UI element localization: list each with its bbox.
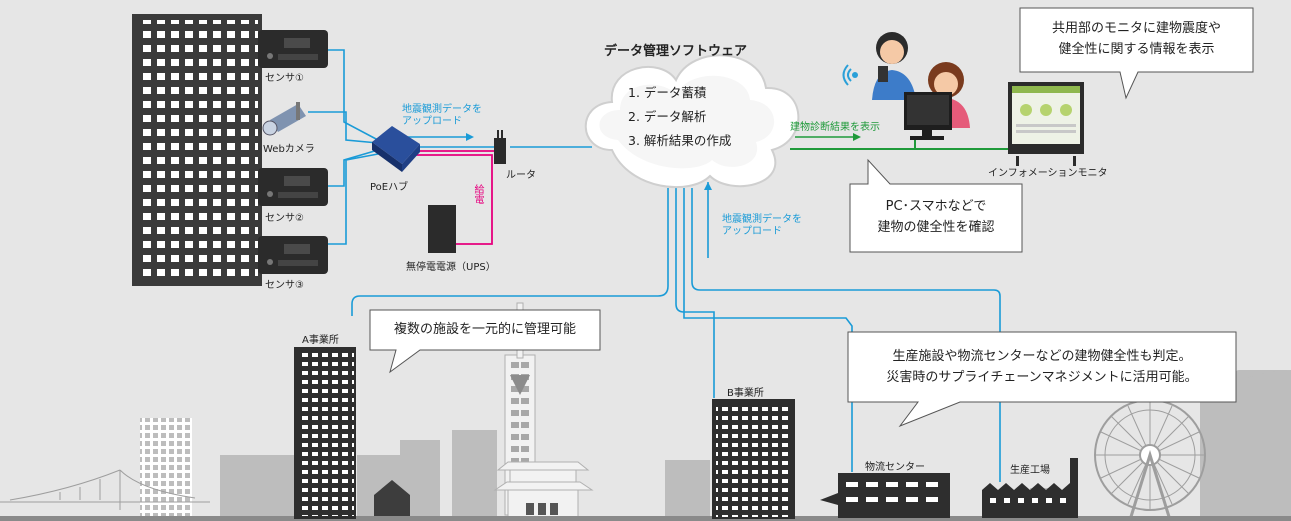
callout-factory-line2: 災害時のサプライチェーンマネジメントに活用可能。: [886, 370, 1198, 385]
ferris-wheel: [1094, 399, 1206, 521]
cloud-item-1: 1. データ蓄積: [628, 85, 707, 100]
callout-pc-box: [849, 158, 1023, 253]
temple: [493, 461, 594, 521]
information-monitor: [1008, 82, 1084, 166]
callout-pc-text: PC･スマホなどで 建物の健全性を確認: [850, 196, 1022, 238]
logistics-label: 物流センター: [865, 462, 925, 473]
sensor-2-label: センサ②: [265, 213, 304, 224]
factory-building: [982, 458, 1078, 518]
upload-label-2: 地震観測データを アップロード: [722, 214, 802, 238]
callout-factory-line1: 生産施設や物流センターなどの建物健全性も判定。: [892, 349, 1192, 364]
callout-monitor-text: 共用部のモニタに建物震度や 健全性に関する情報を表示: [1020, 18, 1253, 60]
sensor-3-label: センサ③: [265, 280, 304, 291]
display-label: 建物診断結果を表示: [790, 122, 880, 133]
ups-label: 無停電電源（UPS）: [406, 262, 496, 273]
pc-monitor-icon: [904, 92, 952, 140]
cloud-item-3: 3. 解析結果の作成: [628, 133, 732, 148]
upload-label-1-line2: アップロード: [402, 116, 462, 127]
upload-label-1-line1: 地震観測データを: [402, 104, 482, 115]
callout-multi-line1: 複数の施設を一元的に管理可能: [393, 322, 576, 337]
callout-pc-line2: 建物の健全性を確認: [877, 220, 995, 235]
logistics-building: [820, 473, 950, 518]
display-arrow-head: [853, 133, 861, 141]
b-office-building: [712, 399, 795, 519]
info-monitor-label: インフォメーションモニタ: [988, 168, 1108, 179]
callout-monitor-line1: 共用部のモニタに建物震度や: [1051, 21, 1221, 36]
power-label: 給電: [472, 184, 483, 204]
upload-label-2-line1: 地震観測データを: [722, 214, 802, 225]
router-label: ルータ: [506, 170, 536, 181]
factory-label: 生産工場: [1010, 465, 1050, 476]
sensor-device-2: [258, 168, 328, 206]
sensor-1-label: センサ①: [265, 73, 304, 84]
a-office-building: [294, 347, 356, 519]
poe-hub-label: PoEハブ: [370, 182, 409, 193]
main-building: [132, 14, 262, 286]
cloud-inner: [599, 75, 775, 169]
house-shape: [374, 480, 410, 520]
router-device: [494, 130, 506, 164]
ground-line: [0, 516, 1291, 521]
webcam-label: Webカメラ: [263, 144, 315, 155]
webcam-device: [262, 102, 306, 136]
callout-factory-box: [847, 331, 1237, 428]
power-cables: [412, 150, 498, 245]
callout-pc-line1: PC･スマホなどで: [885, 199, 987, 214]
upload-label-1: 地震観測データを アップロード: [402, 104, 482, 128]
callout-monitor-box: [1019, 7, 1254, 100]
upload-arrow-2-head: [704, 182, 712, 190]
callout-factory-text: 生産施設や物流センターなどの建物健全性も判定。 災害時のサプライチェーンマネジメ…: [848, 346, 1236, 388]
callout-multi-text: 複数の施設を一元的に管理可能: [370, 319, 600, 340]
upload-label-2-line2: アップロード: [722, 226, 782, 237]
poe-hub-device: [372, 126, 420, 172]
a-office-label: A事業所: [302, 335, 339, 346]
sensor-device-1: [258, 30, 328, 68]
white-building-right: [1200, 395, 1285, 520]
ups-device: [428, 205, 456, 253]
wifi-icon: [842, 64, 858, 86]
cloud-title: データ管理ソフトウェア: [604, 44, 748, 59]
upload-arrow-1-head: [466, 133, 474, 141]
bridge: [0, 469, 210, 510]
sensor-device-3: [258, 236, 328, 274]
cloud-item-2: 2. データ解析: [628, 109, 707, 124]
b-office-label: B事業所: [727, 388, 764, 399]
callout-monitor-line2: 健全性に関する情報を表示: [1058, 42, 1215, 57]
callout-multi-box: [369, 309, 601, 374]
